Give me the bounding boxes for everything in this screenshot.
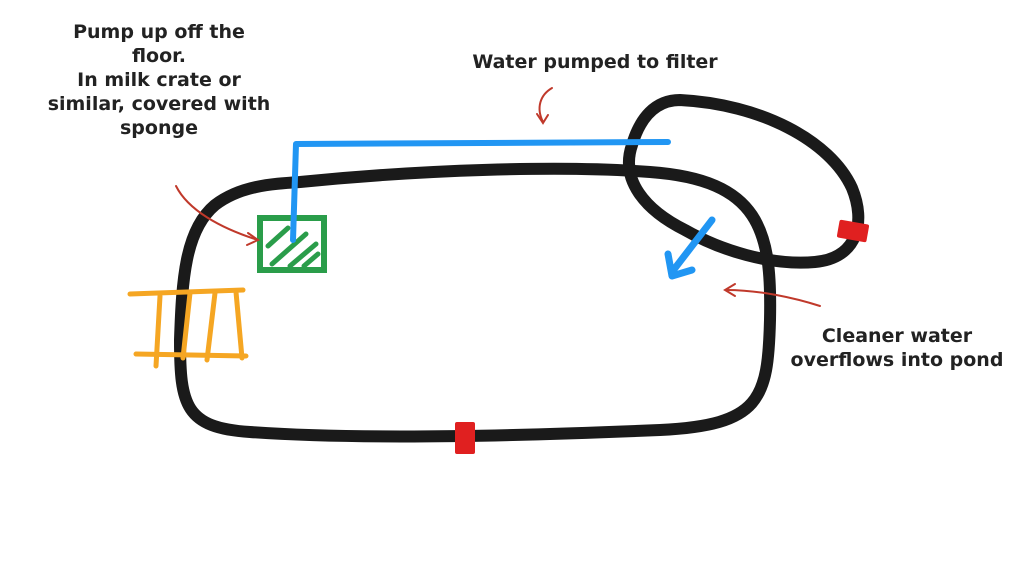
pump-pipe: [290, 139, 671, 243]
pond-outline: [174, 162, 777, 443]
filter-marker: [836, 219, 870, 243]
pointer-arrow-water-pumped: [536, 87, 553, 125]
pond-marker: [455, 422, 475, 454]
pump-label-line: similar, covered with: [47, 93, 271, 115]
pump-label-line: floor.: [131, 45, 187, 67]
water-pumped-label: Water pumped to filter: [472, 51, 718, 73]
pointer-arrow-pump: [175, 185, 261, 246]
pump-label-line: In milk crate or: [77, 69, 241, 91]
overflow-label-line: Cleaner water: [821, 325, 973, 347]
pointer-arrow-overflow: [723, 283, 821, 307]
filter-outline: [623, 94, 865, 269]
overflow-label: Cleaner water overflows into pond: [770, 324, 1024, 372]
pump-label: Pump up off the floor. In milk crate or …: [24, 20, 294, 140]
overflow-label-line: overflows into pond: [790, 349, 1004, 371]
pump-label-line: Pump up off the: [73, 21, 245, 43]
crate-icon: [127, 287, 249, 369]
overflow-arrow-icon: [664, 216, 716, 280]
pump-label-line: sponge: [120, 117, 198, 139]
